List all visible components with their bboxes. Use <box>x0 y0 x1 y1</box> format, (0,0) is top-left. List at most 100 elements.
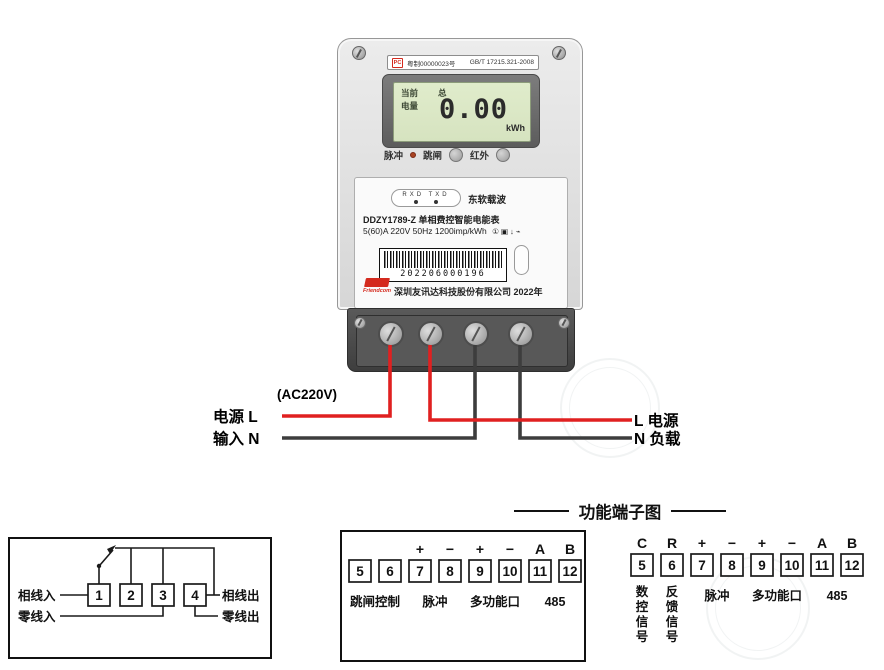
terminal-number: 7 <box>416 564 424 579</box>
infrared-window-icon <box>496 148 511 162</box>
polarity-label: + <box>698 535 706 551</box>
pulse-label: 脉冲 <box>421 594 447 609</box>
title-dash-icon <box>513 509 569 513</box>
cert-mark-icon: PC <box>392 57 403 68</box>
lcd-value: 0.00 <box>438 94 508 125</box>
trip-label: 跳闸 <box>423 151 443 162</box>
multifunction-label: 多功能口 <box>470 594 520 609</box>
title-text: 功能端子图 <box>578 504 662 522</box>
rxd-txd-leds-icon <box>414 200 438 204</box>
barcode: 202206000196 <box>379 248 507 282</box>
feedback-signal-label: 馈 <box>666 599 679 614</box>
load-neutral-label: N 负载 <box>634 431 681 448</box>
barcode-stripes-icon <box>384 251 502 268</box>
case-screw-icon <box>352 46 366 60</box>
lcd-unit: kWh <box>506 123 525 133</box>
barcode-number: 202206000196 <box>400 269 486 279</box>
terminal-number: 4 <box>191 588 199 603</box>
company-line: 深圳友讯达科技股份有限公司 2022年 <box>394 287 543 297</box>
terminal-number: 11 <box>815 558 830 573</box>
terminal-number: 1 <box>95 588 103 603</box>
terminal-number: 2 <box>127 588 135 603</box>
functional-terminal-diagram: C R + − + − A B 5 6 7 8 9 10 11 12 数 <box>620 532 868 664</box>
digital-control-signal-label: 号 <box>636 629 649 644</box>
standard-number: GB/T 17215.321-2008 <box>469 59 534 66</box>
polarity-label: + <box>416 541 424 557</box>
pulse-label: 脉冲 <box>384 151 404 162</box>
pulse-led-icon <box>410 152 417 158</box>
terminal-number: 6 <box>668 558 676 573</box>
terminal-number: 7 <box>698 558 706 573</box>
polarity-label: − <box>446 541 454 557</box>
digital-control-signal-label: 控 <box>636 599 649 614</box>
terminal-screw-icon <box>463 321 489 347</box>
terminal-number: 8 <box>728 558 736 573</box>
friendcom-logo: Friendcom <box>360 278 394 294</box>
cover-screw-icon <box>558 317 570 329</box>
terminal-screw-icon <box>418 321 444 347</box>
load-live-label: L 电源 <box>634 413 679 430</box>
phase-out-label: 相线出 <box>222 588 260 603</box>
nameplate: RXD TXD 东软载波 DDZY1789-Z 单相费控智能电能表 5(60)A… <box>354 177 568 309</box>
title-dash-icon <box>671 509 727 513</box>
brand-name: Friendcom <box>362 288 392 294</box>
functional-terminal-svg: C R + − + − A B 5 6 7 8 9 10 11 12 数 <box>630 535 864 644</box>
polarity-label: − <box>728 535 736 551</box>
carrier-brand: 东软载波 <box>468 195 507 206</box>
rs485-label: 485 <box>545 595 566 609</box>
source-neutral-label: 输入 N <box>213 431 260 448</box>
infrared-label: 红外 <box>470 151 490 162</box>
io-terminal-diagram: + − + − A B 5 6 7 8 9 10 11 12 跳闸控制 脉冲 多… <box>340 530 586 662</box>
terminal-number: 9 <box>476 564 484 579</box>
io-terminal-svg: + − + − A B 5 6 7 8 9 10 11 12 跳闸控制 脉冲 多… <box>340 530 586 662</box>
terminal-number: 11 <box>533 564 548 579</box>
lcd-label-total: 总 <box>438 88 447 98</box>
polarity-label: B <box>565 541 575 557</box>
terminal-number: 8 <box>446 564 454 579</box>
trip-control-label: 跳闸控制 <box>350 594 400 609</box>
rxd-txd-label: RXD TXD <box>402 192 450 198</box>
ac-voltage-label: (AC220V) <box>277 387 338 402</box>
lcd-label-current: 当前 <box>401 88 419 98</box>
model-line: DDZY1789-Z 单相费控智能电能表 <box>363 215 500 225</box>
cert-strip: PC 粤制00000023号 GB/T 17215.321-2008 <box>387 55 539 70</box>
terminal-number: 10 <box>784 558 799 573</box>
case-screw-icon <box>552 46 566 60</box>
feedback-signal-label: 信 <box>666 614 679 629</box>
terminal-screw-icon <box>378 321 404 347</box>
signal-label: B <box>847 535 857 551</box>
lcd-module: 当前 总 电量 0.00 kWh <box>382 74 540 148</box>
indicator-row: 脉冲 跳闸 红外 <box>384 148 552 162</box>
signal-label: C <box>637 535 647 551</box>
functional-terminal-title: 功能端子图 <box>500 500 740 522</box>
rs485-label: 485 <box>827 589 848 603</box>
signal-label: A <box>817 535 827 551</box>
terminal-number: 12 <box>562 564 577 579</box>
power-terminal-diagram: 1 2 3 4 相线入 相线出 零线入 零线出 <box>8 537 272 659</box>
terminal-number: 9 <box>758 558 766 573</box>
multifunction-label: 多功能口 <box>752 588 802 603</box>
terminal-number: 5 <box>356 564 364 579</box>
spec-text: 5(60)A 220V 50Hz 1200imp/kWh <box>363 226 487 236</box>
polarity-label: A <box>535 541 545 557</box>
source-live-label: 电源 L <box>213 409 258 426</box>
feedback-signal-label: 反 <box>666 584 679 599</box>
polarity-label: − <box>506 541 514 557</box>
terminal-number: 3 <box>159 588 167 603</box>
signal-label: R <box>667 535 677 551</box>
polarity-label: + <box>476 541 484 557</box>
digital-control-signal-label: 信 <box>636 614 649 629</box>
spec-line: 5(60)A 220V 50Hz 1200imp/kWh ① ▣ ↓ ⌁ <box>363 226 521 236</box>
neutral-out-label: 零线出 <box>221 609 260 624</box>
terminal-number: 10 <box>502 564 517 579</box>
rxd-txd-indicator: RXD TXD <box>391 189 461 207</box>
pulse-label: 脉冲 <box>703 588 729 603</box>
phase-in-label: 相线入 <box>18 588 56 603</box>
terminal-screw-icon <box>508 321 534 347</box>
polarity-label: + <box>758 535 766 551</box>
terminal-number: 12 <box>844 558 859 573</box>
terminal-number: 5 <box>638 558 646 573</box>
trip-button <box>449 148 464 162</box>
seal-button <box>514 245 529 275</box>
